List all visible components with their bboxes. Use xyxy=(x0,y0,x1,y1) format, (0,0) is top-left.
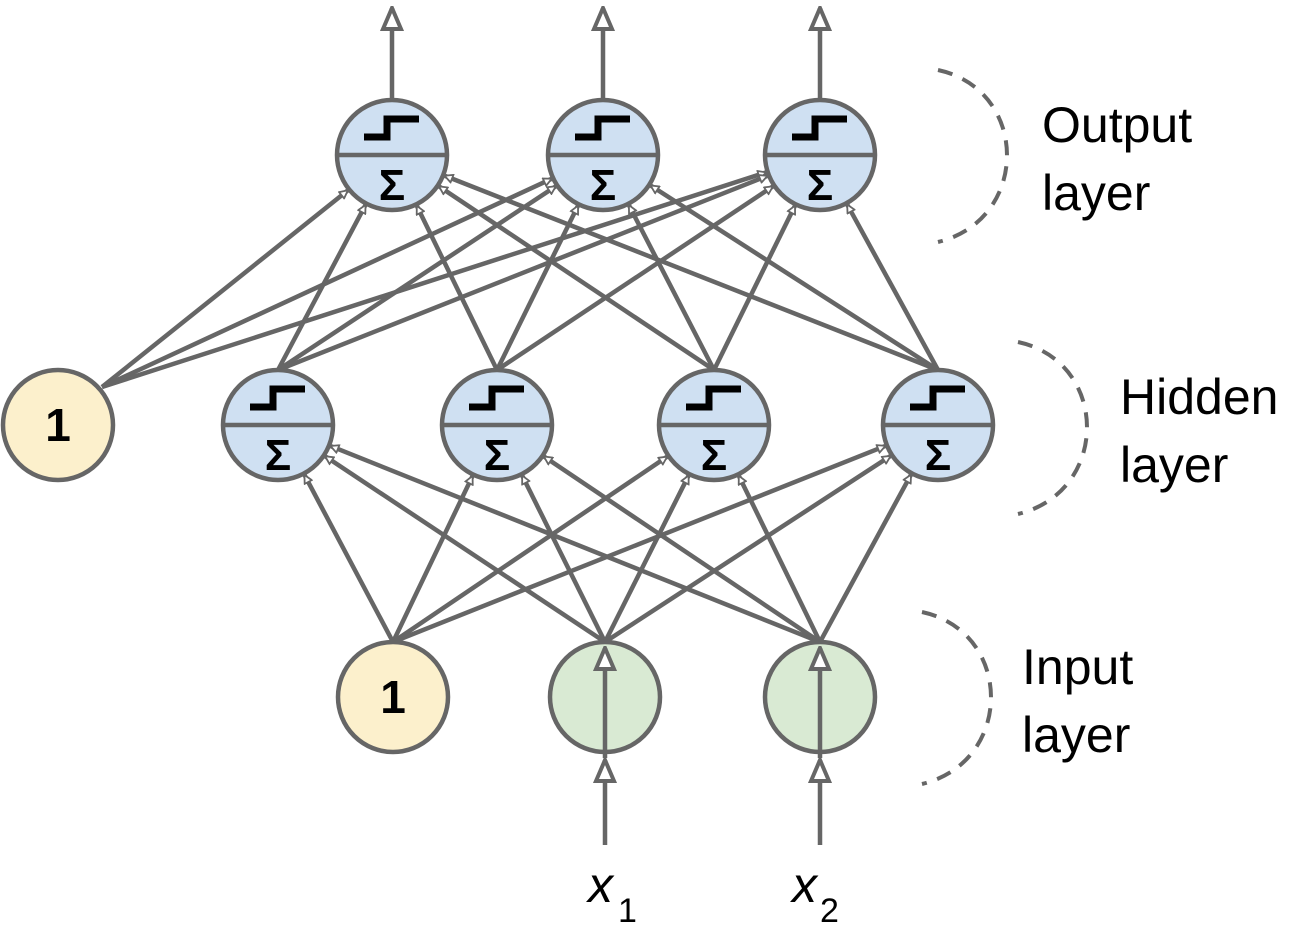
output-neuron-3: Σ xyxy=(762,97,878,213)
edge-input2-hidden0 xyxy=(331,444,821,645)
output-neuron-2: Σ xyxy=(545,97,661,213)
sigma-icon: Σ xyxy=(701,431,727,480)
edge-hidden1-output1 xyxy=(494,206,580,371)
edge-input0-hidden3 xyxy=(392,443,885,645)
edge-input1-hidden3 xyxy=(603,454,890,644)
sigma-icon: Σ xyxy=(925,431,951,480)
hidden-layer-bracket xyxy=(1017,340,1089,516)
step-function-icon xyxy=(575,115,630,141)
edge-input0-hidden2 xyxy=(391,455,667,644)
step-function-icon xyxy=(250,385,305,411)
step-function-icon xyxy=(792,115,847,141)
neurons-group: Σ Σ Σ Σ Σ Σ Σ 1 1 xyxy=(0,97,996,845)
input-x2-label: x 2 xyxy=(790,857,839,930)
hidden-neuron-2: Σ xyxy=(439,367,555,483)
edge-hbias-output0 xyxy=(100,188,347,389)
edge-input2-hidden3 xyxy=(818,475,913,644)
hidden-neuron-4: Σ xyxy=(880,367,996,483)
step-function-icon xyxy=(910,385,965,411)
bias-value: 1 xyxy=(45,399,71,451)
input-bias-neuron: 1 xyxy=(335,639,451,755)
hidden-neuron-1: Σ xyxy=(220,367,336,483)
edge-hidden0-output1 xyxy=(276,184,555,372)
step-function-icon xyxy=(364,115,419,141)
io-arrows-group xyxy=(392,8,820,100)
output-neuron-1: Σ xyxy=(334,97,450,213)
hidden-neuron-3: Σ xyxy=(656,367,772,483)
edge-hidden1-output2 xyxy=(495,184,773,372)
edge-input2-hidden2 xyxy=(736,476,823,643)
edge-input2-hidden1 xyxy=(544,454,822,644)
edge-hidden2-output0 xyxy=(439,184,716,372)
svg-text:x: x xyxy=(586,857,615,913)
svg-text:1: 1 xyxy=(618,892,637,926)
bias-value: 1 xyxy=(380,671,406,723)
edge-input0-hidden0 xyxy=(302,475,395,644)
bias-circle xyxy=(0,367,116,483)
output-layer-label-line1: Output xyxy=(1042,97,1192,153)
sigma-icon: Σ xyxy=(484,431,510,480)
step-function-icon xyxy=(686,385,741,411)
edge-hidden0-output0 xyxy=(276,205,368,372)
hidden-bias-neuron: 1 xyxy=(0,367,116,483)
sigma-icon: Σ xyxy=(265,431,291,480)
svg-text:x: x xyxy=(790,857,819,913)
edge-hidden2-output1 xyxy=(627,206,716,372)
connections-group xyxy=(100,173,940,645)
edge-hidden3-output0 xyxy=(445,173,939,373)
edge-input1-hidden0 xyxy=(325,454,607,644)
sigma-icon: Σ xyxy=(379,161,405,210)
sigma-icon: Σ xyxy=(807,161,833,210)
input-x1-label: x 1 xyxy=(586,857,637,930)
edge-hbias-output2 xyxy=(101,173,766,390)
output-layer-label-line2: layer xyxy=(1042,165,1150,221)
edge-hidden2-output2 xyxy=(711,206,797,371)
svg-text:2: 2 xyxy=(820,892,839,926)
output-layer-bracket xyxy=(937,68,1009,244)
hidden-layer-label-line1: Hidden xyxy=(1120,369,1278,425)
input-layer-bracket xyxy=(921,610,993,786)
hidden-layer-label-line2: layer xyxy=(1120,437,1228,493)
input-layer-label-line1: Input xyxy=(1022,639,1133,695)
edge-input0-hidden1 xyxy=(390,476,475,643)
sigma-icon: Σ xyxy=(590,161,616,210)
step-function-icon xyxy=(469,385,524,411)
input-layer-label-line2: layer xyxy=(1022,707,1130,763)
edge-input1-hidden1 xyxy=(520,476,608,644)
edge-hidden3-output2 xyxy=(845,205,940,372)
edge-hidden1-output0 xyxy=(414,206,500,371)
edge-hidden3-output1 xyxy=(651,183,940,372)
edge-input1-hidden2 xyxy=(602,476,691,644)
bias-circle xyxy=(335,639,451,755)
